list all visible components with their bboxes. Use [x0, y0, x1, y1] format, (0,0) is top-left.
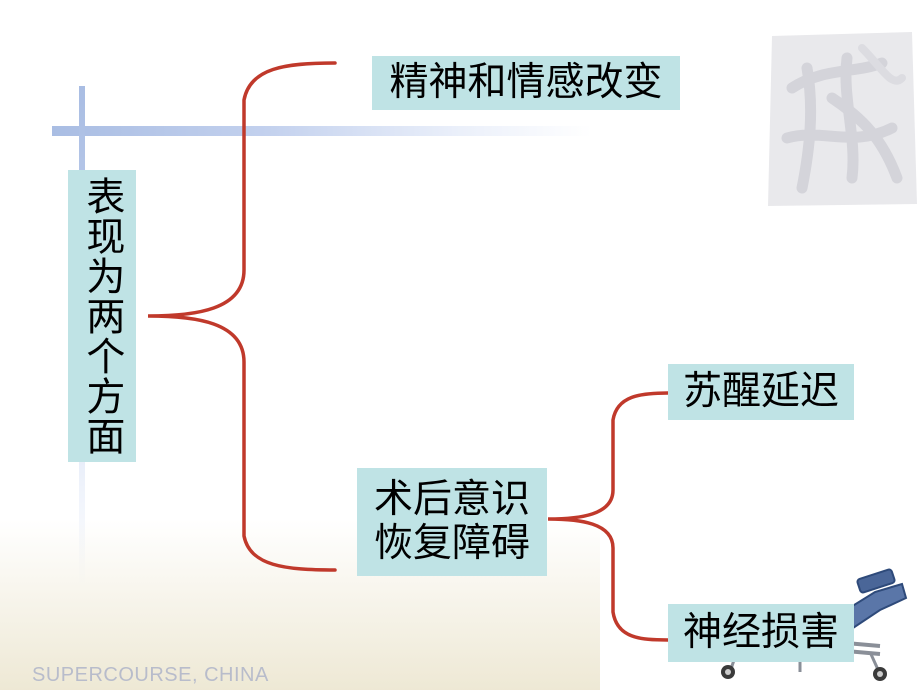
- root-node: 表现为两个方面: [68, 170, 136, 462]
- branch-node-mental-emotional: 精神和情感改变: [372, 56, 680, 110]
- branch-node-consciousness-recovery: 术后意识 恢复障碍: [357, 468, 547, 576]
- calligraphy-seal-icon: [768, 32, 917, 206]
- sub-bracket: [547, 391, 670, 642]
- root-bracket: [147, 61, 337, 572]
- decorative-horizontal-line: [52, 126, 592, 136]
- leaf-node-delayed-awakening: 苏醒延迟: [668, 364, 854, 420]
- leaf-node-nerve-damage: 神经损害: [668, 604, 854, 662]
- footer-credit: SUPERCOURSE, CHINA: [32, 664, 269, 686]
